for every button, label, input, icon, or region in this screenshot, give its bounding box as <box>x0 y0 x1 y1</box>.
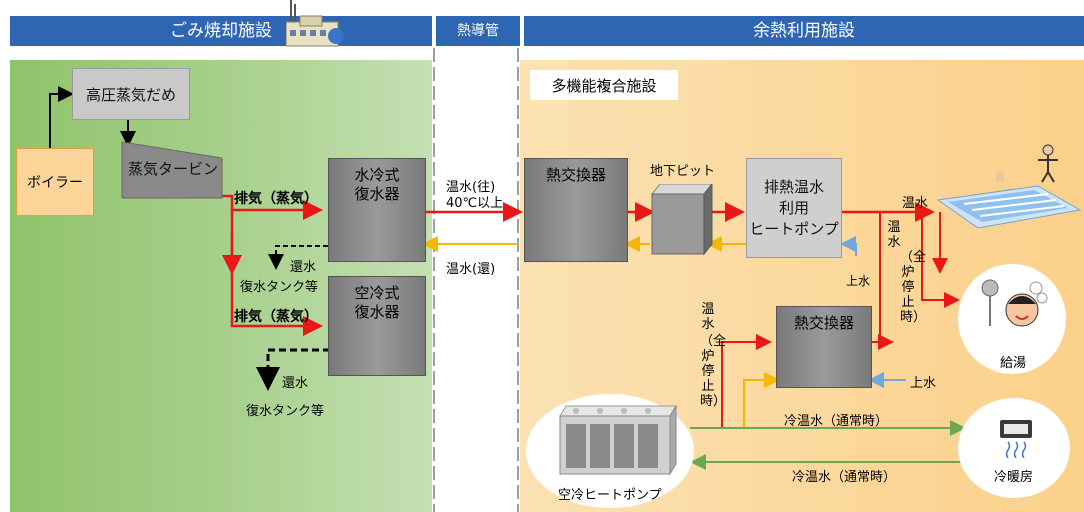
hot-water-left-label: 温水 <box>701 302 715 332</box>
chilled-water-label-2: 冷温水（通常時） <box>792 470 897 485</box>
heat-exchanger-main <box>524 158 628 262</box>
header-waste-heat: 余熱利用施設 <box>524 16 1084 46</box>
header-incineration-label: ごみ焼却施設 <box>170 21 272 41</box>
air-conditioning-label: 冷暖房 <box>994 470 1034 485</box>
pool-icon <box>936 144 1082 229</box>
condensate-tank-label-1: 復水タンク等 <box>240 280 319 295</box>
heat-exchanger-sub-label-box: 熱交換器 <box>776 314 872 333</box>
chilled-water-label-1: 冷温水（通常時） <box>784 414 889 429</box>
heat-exchanger-main-label-box: 熱交換器 <box>524 166 628 185</box>
hot-water-vertical-label: 温水 <box>887 220 901 250</box>
header-pipe: 熱導管 <box>436 16 520 46</box>
all-furnace-stop-label-1: （全炉停止時） <box>900 250 927 325</box>
underground-pit <box>650 184 713 256</box>
water-condenser-label-box: 水冷式 復水器 <box>328 166 426 204</box>
facility-label: 多機能複合施設 <box>551 76 657 95</box>
facility-label-box: 多機能複合施設 <box>530 70 678 100</box>
header-incineration: ごみ焼却施設 <box>10 16 432 46</box>
underground-pit-label-box: 地下ピット <box>650 160 715 179</box>
return-water-label-2: 還水 <box>282 376 309 391</box>
air-condenser-label-box: 空冷式 復水器 <box>328 284 426 322</box>
steam-turbine-label-box: 蒸気タービン <box>128 158 228 179</box>
air-heat-pump-icon <box>559 404 677 476</box>
air-conditioning-circle <box>958 398 1070 498</box>
steam-accumulator: 高圧蒸気だめ <box>72 68 190 120</box>
air-conditioner-icon <box>1000 420 1032 458</box>
exhaust-steam-label-1: 排気（蒸気） <box>234 191 318 207</box>
heat-pump: 排熱温水 利用 ヒートポンプ <box>746 158 842 258</box>
heat-exchanger-sub-label: 熱交換器 <box>793 314 854 332</box>
factory-icon <box>286 0 344 47</box>
heat-exchanger-main-label: 熱交換器 <box>545 166 606 184</box>
header-waste-heat-label: 余熱利用施設 <box>753 21 855 41</box>
heat-exchanger-sub <box>776 306 872 388</box>
air-heat-pump-label: 空冷ヒートポンプ <box>558 488 662 503</box>
air-condenser-label: 空冷式 復水器 <box>354 284 400 321</box>
water-condenser <box>328 158 426 262</box>
hot-water-pool-label: 温水 <box>902 196 929 211</box>
pipe-area <box>432 60 520 512</box>
steam-turbine-label: 蒸気タービン <box>128 160 219 178</box>
city-water-label-2: 上水 <box>910 376 937 391</box>
return-water-label-1: 還水 <box>290 260 317 275</box>
boiler-label: ボイラー <box>27 175 83 191</box>
hot-supply-label: 給湯 <box>1000 356 1027 371</box>
hot-water-return-label: 温水(還) <box>446 262 496 277</box>
steam-turbine <box>121 141 223 199</box>
air-condenser <box>328 276 426 376</box>
water-condenser-label: 水冷式 復水器 <box>354 166 400 203</box>
hot-water-out-label: 温水(往) 40℃以上 <box>446 180 504 211</box>
steam-accumulator-label: 高圧蒸気だめ <box>85 85 176 104</box>
heat-pump-label: 排熱温水 利用 ヒートポンプ <box>749 177 839 238</box>
exhaust-steam-label-2: 排気（蒸気） <box>234 309 318 325</box>
condensate-tank-label-2: 復水タンク等 <box>246 404 325 419</box>
city-water-label-1: 上水 <box>846 274 871 288</box>
header-pipe-label: 熱導管 <box>457 23 499 39</box>
boiler: ボイラー <box>16 148 94 216</box>
underground-pit-label: 地下ピット <box>650 164 716 179</box>
shower-person-icon <box>981 279 1048 327</box>
all-furnace-stop-label-2: （全炉停止時） <box>700 334 727 409</box>
